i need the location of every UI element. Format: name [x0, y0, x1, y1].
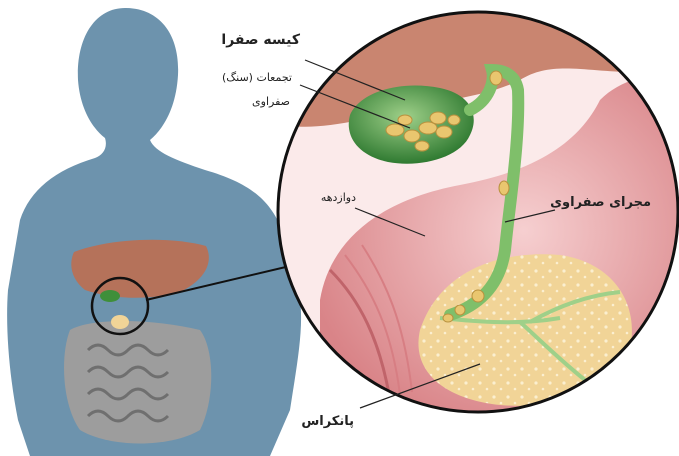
- label-bile-duct: مجرای صفراوی: [556, 195, 651, 210]
- intestine-small: [64, 321, 211, 444]
- label-gallstones: تجمعات (سنگ): [200, 71, 292, 84]
- label-pancreas: پانکراس: [284, 414, 354, 429]
- label-gallbladder: کیسه صفرا: [212, 32, 300, 48]
- gallbladder-small: [100, 290, 120, 302]
- label-duodenum: دوازدهه: [302, 191, 356, 204]
- label-gallstones-line2: صفراوی: [228, 95, 290, 108]
- pancreas-small: [111, 315, 129, 329]
- zoom-circle-large: [270, 10, 679, 420]
